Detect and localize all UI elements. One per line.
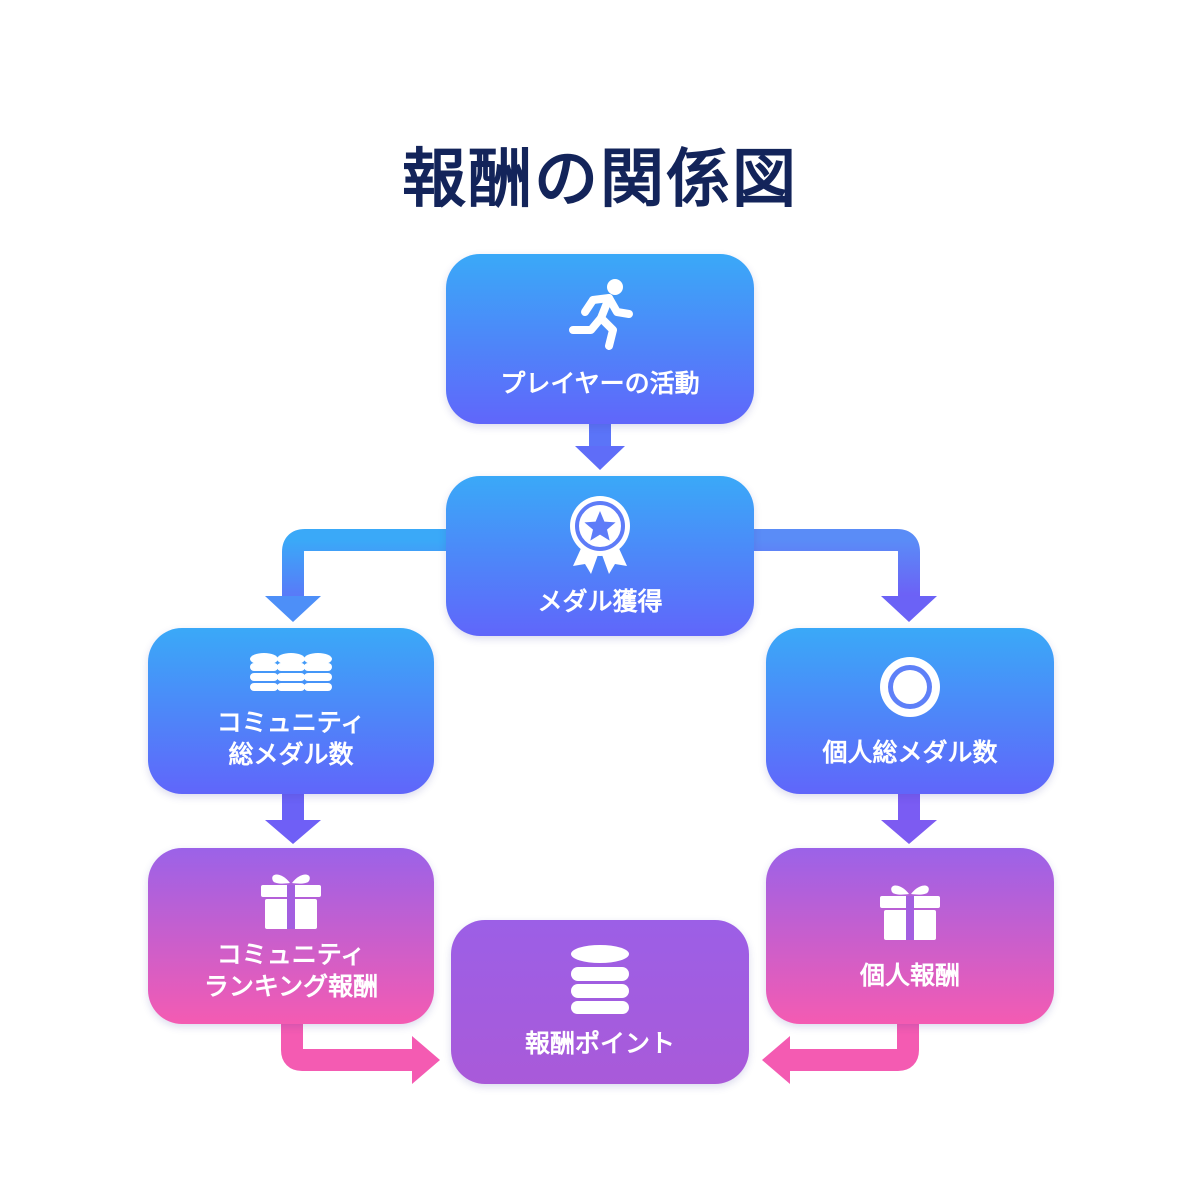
node-player-activity: プレイヤーの活動 xyxy=(446,254,754,424)
node-community-ranking-reward: コミュニティ ランキング報酬 xyxy=(148,848,434,1024)
arrow-activity-to-medal xyxy=(575,422,625,470)
arrow-medal-to-personal-total xyxy=(754,529,937,622)
ring-icon xyxy=(880,657,940,717)
label-line-1: コミュニティ xyxy=(216,940,366,969)
gift-icon xyxy=(261,874,321,929)
label-line-1: コミュニティ xyxy=(216,708,366,737)
node-community-total-medals-label: コミュニティ 総メダル数 xyxy=(217,707,366,771)
node-community-ranking-reward-label: コミュニティ ランキング報酬 xyxy=(204,939,378,1003)
arrow-community-total-to-reward xyxy=(265,794,321,844)
node-medal-acquisition: メダル獲得 xyxy=(446,476,754,636)
label-line-2: ランキング報酬 xyxy=(203,972,379,1001)
arrow-medal-to-community-total xyxy=(265,529,446,622)
label-line-2: 総メダル数 xyxy=(228,740,354,769)
medal-icon xyxy=(570,496,630,574)
page-title: 報酬の関係図 xyxy=(402,143,798,217)
coin-stacks-icon xyxy=(250,653,332,691)
node-medal-acquisition-label: メダル獲得 xyxy=(537,587,663,616)
node-community-total-medals: コミュニティ 総メダル数 xyxy=(148,628,434,794)
node-reward-points-label: 報酬ポイント xyxy=(524,1029,675,1058)
node-personal-reward: 個人報酬 xyxy=(766,848,1054,1024)
node-personal-total-medals: 個人総メダル数 xyxy=(766,628,1054,794)
node-personal-reward-label: 個人報酬 xyxy=(859,961,960,990)
arrow-community-reward-to-points xyxy=(281,1024,440,1084)
node-personal-total-medals-label: 個人総メダル数 xyxy=(822,738,998,767)
arrow-personal-reward-to-points xyxy=(762,1024,919,1084)
node-player-activity-label: プレイヤーの活動 xyxy=(500,369,700,398)
gift-icon xyxy=(880,885,940,940)
node-reward-points: 報酬ポイント xyxy=(451,920,749,1084)
database-icon xyxy=(571,945,629,1014)
running-person-icon xyxy=(569,279,633,350)
arrow-personal-total-to-reward xyxy=(881,794,937,844)
